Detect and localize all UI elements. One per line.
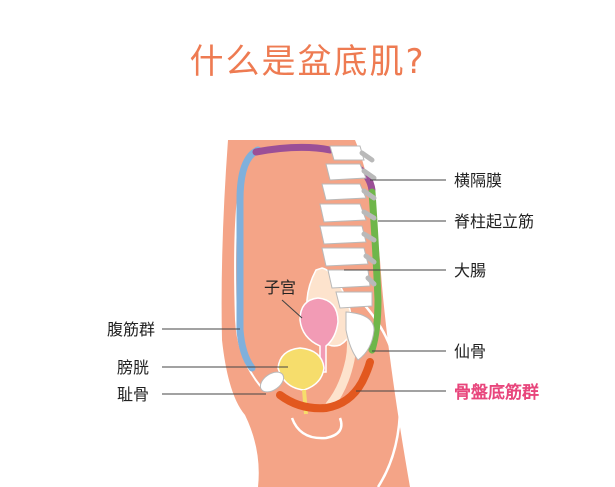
abdominal-muscles (236, 146, 262, 372)
erector-spinae-muscle (368, 188, 382, 354)
perineum-outline (290, 417, 343, 440)
label-pelvic-floor: 骨盤底筋群 (454, 382, 539, 403)
leader-uterus (281, 299, 303, 319)
pelvic-floor-muscles (276, 358, 374, 413)
label-large-intestine: 大腸 (454, 261, 486, 280)
label-bladder: 膀胱 (117, 358, 149, 377)
diaphragm-muscle (252, 143, 334, 156)
spinous-processes (359, 150, 377, 287)
label-transverse-septum: 横隔膜 (454, 171, 502, 190)
label-abdominal-muscles: 腹筋群 (107, 320, 155, 339)
label-pubis: 耻骨 (117, 385, 149, 404)
spine (319, 145, 375, 361)
uterus (299, 297, 339, 373)
bladder (277, 347, 325, 391)
label-sacrum: 仙骨 (454, 342, 486, 361)
page-title: 什么是盆底肌? (189, 42, 426, 82)
pubic-bone (259, 371, 285, 393)
label-uterus: 子宫 (264, 278, 296, 297)
label-erector-spinae: 脊柱起立筋 (454, 212, 534, 231)
